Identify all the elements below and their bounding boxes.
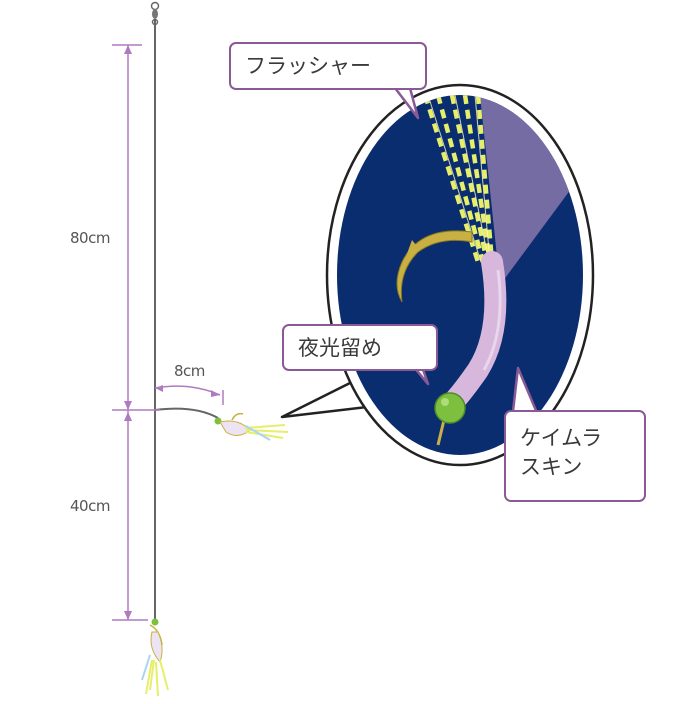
end-lure-icon	[141, 624, 169, 697]
luminous-stopper-callout: 夜光留め	[282, 324, 438, 371]
keimura-skin-label-line1: ケイムラ	[520, 426, 603, 450]
flasher-strands	[422, 95, 495, 263]
hook-barb	[404, 240, 420, 262]
keimura-skin-label-line2: スキン	[520, 455, 583, 479]
keimura-skin-callout: ケイムラ スキン	[504, 410, 646, 502]
main-rig	[141, 1, 289, 697]
flasher-label: フラッシャー	[245, 54, 371, 78]
luminous-bead-zoom	[434, 392, 466, 424]
dimension-lines	[112, 44, 224, 621]
zoom-balloon	[280, 83, 595, 467]
luminous-stopper-label: 夜光留め	[298, 336, 382, 360]
swivel-icon	[150, 1, 160, 26]
branch-length-label: 8cm	[174, 362, 205, 380]
branch-bead	[214, 417, 222, 425]
leader-line-zoom	[436, 419, 446, 446]
upper-length-label: 80cm	[70, 229, 110, 247]
branch-lure-icon	[219, 412, 289, 441]
branch-line	[154, 407, 219, 419]
end-bead	[151, 618, 159, 626]
lower-length-label: 40cm	[70, 497, 110, 515]
flasher-callout: フラッシャー	[229, 42, 427, 90]
